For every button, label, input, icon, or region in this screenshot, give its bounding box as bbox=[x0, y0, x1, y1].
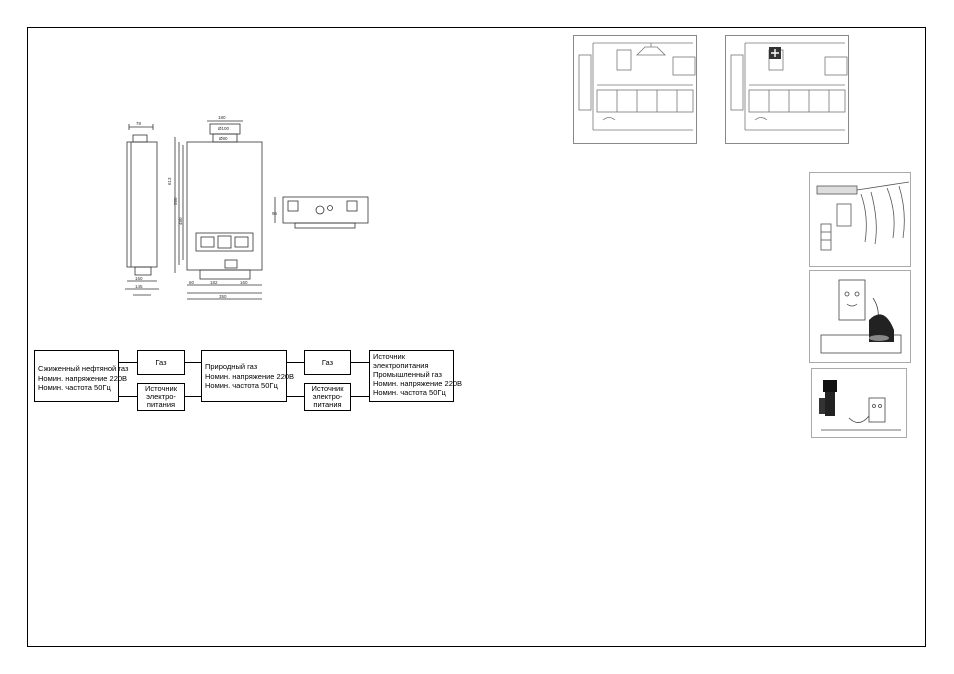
lpg-line-1: Сжиженный нефтяной газ bbox=[38, 364, 129, 373]
industrial-line-5: Номин. частота 50Гц bbox=[373, 388, 446, 397]
dim-bottom-182: 182 bbox=[210, 280, 218, 285]
dim-side-145: 145 bbox=[135, 284, 143, 289]
connector-lpg-gas bbox=[119, 362, 137, 363]
natural-line-2: Номин. напряжение 220В bbox=[205, 371, 295, 381]
dim-bottom-350: 350 bbox=[219, 294, 227, 299]
natural-line-3: Номин. частота 50Гц bbox=[205, 381, 278, 390]
heater-near-stove-illustration bbox=[809, 270, 911, 363]
dim-height-480: 480 bbox=[178, 217, 183, 225]
power-2-line-2: электро- bbox=[312, 392, 343, 401]
connector-power2-industrial bbox=[351, 396, 369, 397]
box-power-1: Источник электро- питания bbox=[137, 383, 185, 411]
connector-natural-gas2 bbox=[287, 362, 304, 363]
industrial-line-3: Промышленный газ bbox=[373, 370, 442, 379]
heater-above-curtains-illustration bbox=[809, 172, 911, 267]
natural-line-1: Природный газ bbox=[205, 362, 258, 371]
gas-2-label: Газ bbox=[321, 357, 334, 367]
dim-side-150: 150 bbox=[135, 276, 143, 281]
dim-top-180: 180 bbox=[218, 115, 226, 120]
power-1-line-3: питания bbox=[146, 400, 176, 409]
gas-1-label: Газ bbox=[155, 357, 167, 367]
box-power-2: Источник электро- питания bbox=[304, 383, 351, 411]
connector-gas1-natural bbox=[185, 362, 201, 363]
dim-side-78: 78 bbox=[136, 121, 142, 126]
dim-bottom-160: 160 bbox=[240, 280, 248, 285]
power-1-line-1: Источник bbox=[144, 384, 178, 393]
power-2-line-3: питания bbox=[313, 400, 342, 409]
box-natural-gas: Природный газ Номин. напряжение 220В Ном… bbox=[201, 350, 295, 402]
box-gas-2: Газ bbox=[304, 350, 351, 375]
connector-gas2-industrial bbox=[351, 362, 369, 363]
dim-height-613: 613 bbox=[167, 177, 172, 185]
box-lpg: Сжиженный нефтяной газ Номин. напряжение… bbox=[34, 350, 129, 402]
dim-bottom-60: 60 bbox=[189, 280, 195, 285]
dim-connection-95: 95 bbox=[272, 211, 278, 216]
industrial-line-2: электропитания bbox=[373, 361, 429, 370]
lpg-line-2: Номин. напряжение 220В bbox=[38, 373, 128, 383]
heater-dimension-drawing: 78 150 145 180 Ø100 Ø80 613 560 480 60 1… bbox=[125, 115, 369, 300]
connector-lpg-power bbox=[119, 396, 137, 397]
industrial-line-1: Источник bbox=[373, 352, 406, 361]
connector-power1-natural bbox=[185, 396, 201, 397]
box-industrial-gas: Источник электропитания Промышленный газ… bbox=[369, 350, 463, 402]
heater-with-gas-cylinder-illustration bbox=[811, 368, 907, 438]
power-2-line-1: Источник bbox=[311, 384, 344, 393]
kitchen-with-hood-illustration bbox=[573, 35, 697, 144]
dim-top-d80: Ø80 bbox=[219, 136, 228, 141]
box-gas-1: Газ bbox=[137, 350, 185, 375]
lpg-line-3: Номин. частота 50Гц bbox=[38, 383, 111, 392]
dim-top-d100: Ø100 bbox=[218, 126, 230, 131]
connector-natural-power2 bbox=[287, 396, 304, 397]
dim-height-560: 560 bbox=[173, 197, 178, 205]
power-1-line-2: электро- bbox=[146, 392, 176, 401]
page-frame bbox=[27, 27, 926, 647]
kitchen-with-fan-illustration bbox=[725, 35, 849, 144]
industrial-line-4: Номин. напряжение 220В bbox=[373, 379, 463, 388]
